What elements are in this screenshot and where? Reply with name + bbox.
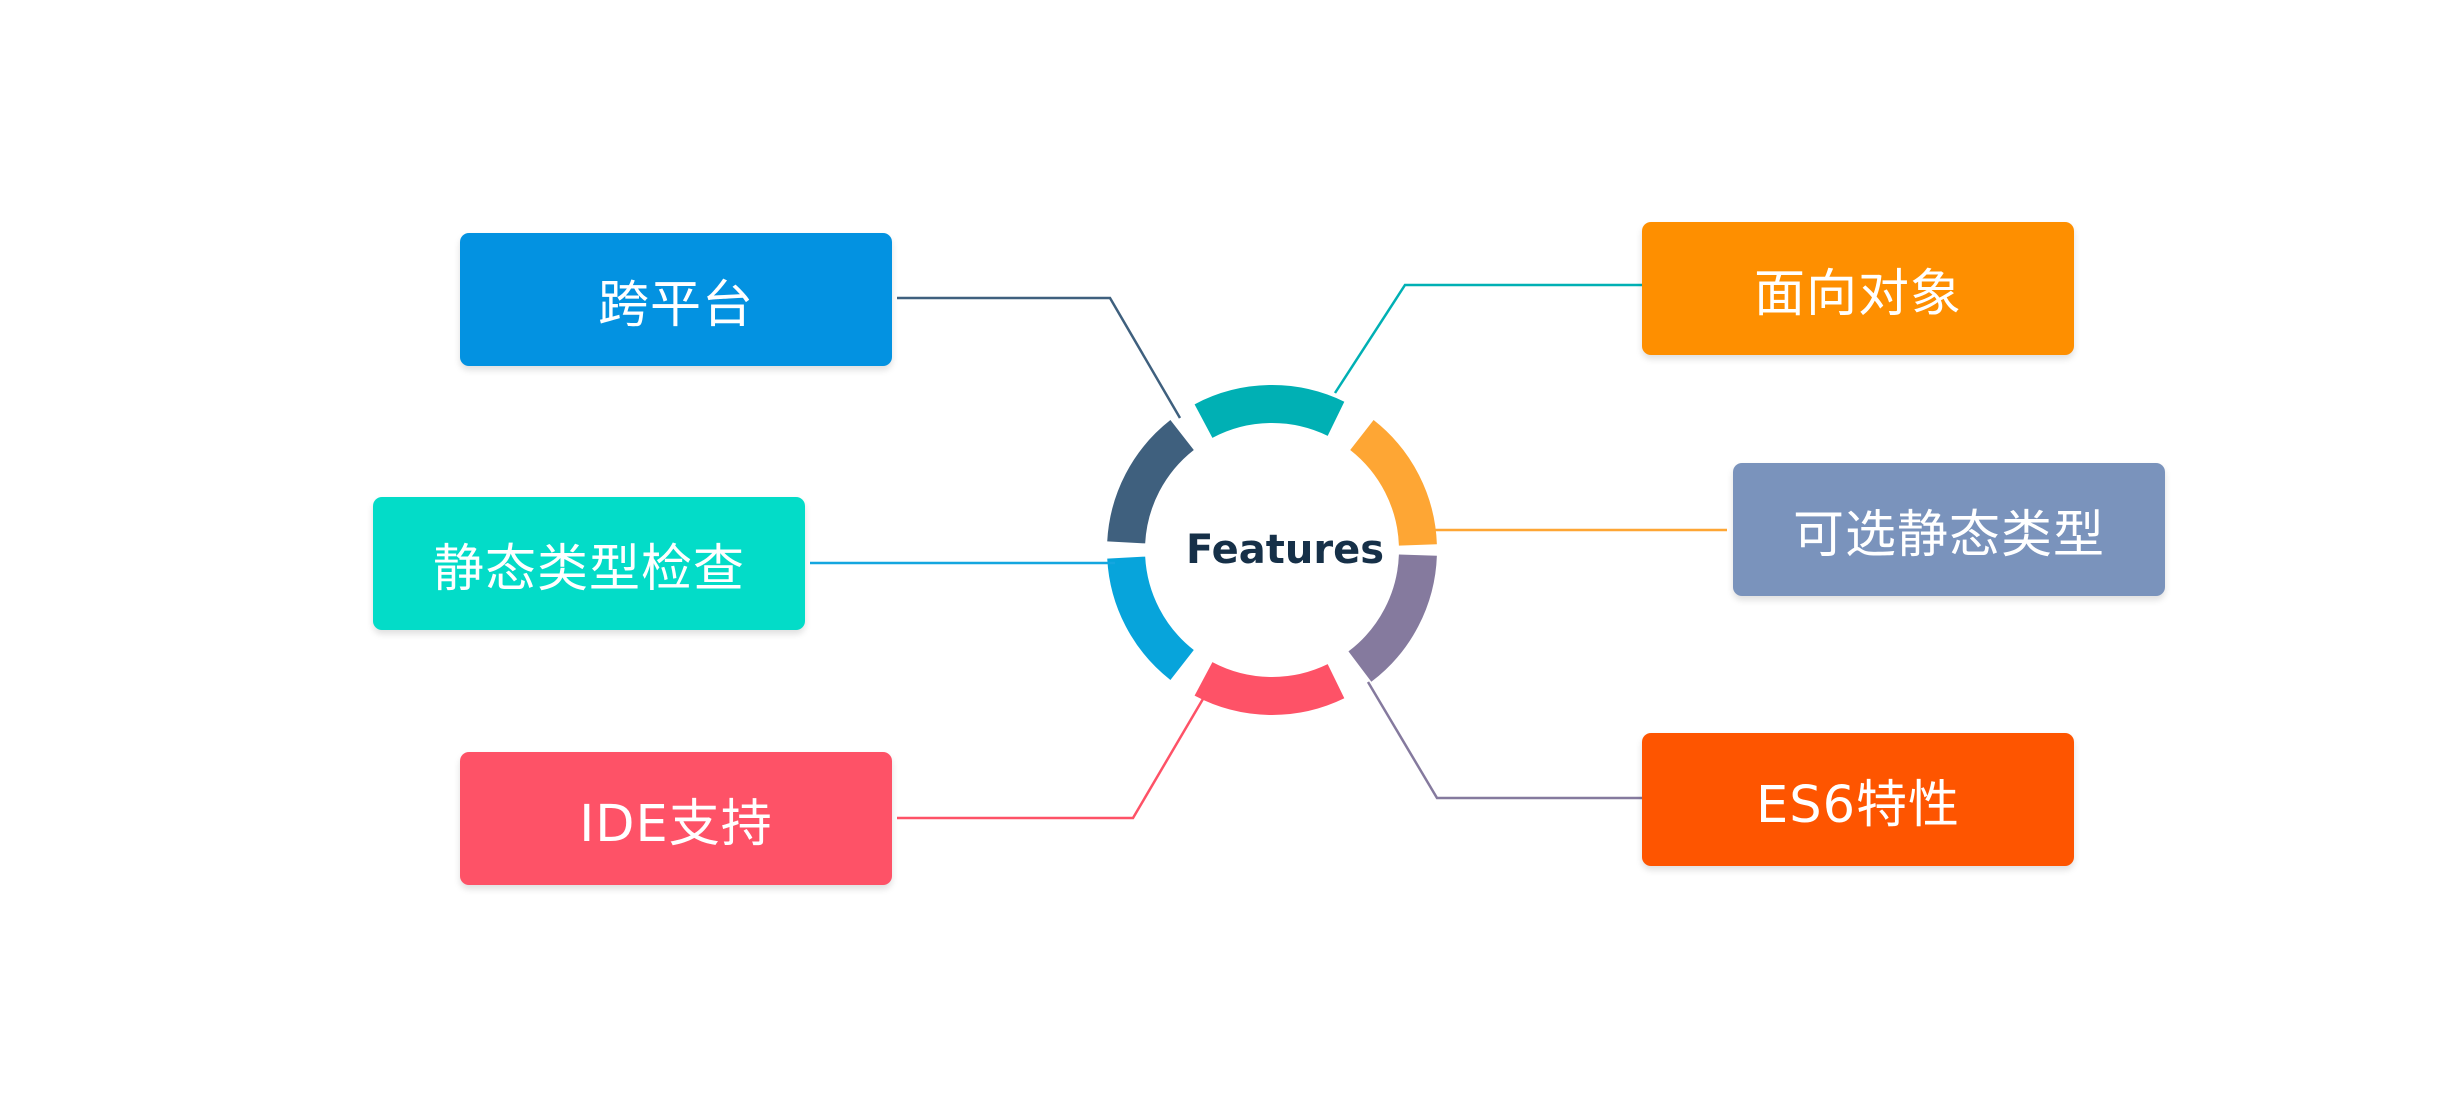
connector-ide xyxy=(897,686,1212,820)
ring-segment-optional-types xyxy=(1349,420,1437,547)
ring-segment-ide xyxy=(1194,661,1345,715)
center-label: Features xyxy=(1185,527,1385,573)
center-ring xyxy=(1107,385,1437,715)
connector-cross-platform xyxy=(897,296,1182,419)
ring-segment-static-check xyxy=(1107,556,1195,680)
ring-segment-es6 xyxy=(1348,553,1437,682)
feature-box-ide-support[interactable]: IDE支持 xyxy=(460,752,892,885)
feature-box-optional-static-types[interactable]: 可选静态类型 xyxy=(1733,463,2165,596)
connector-es6 xyxy=(1366,681,1642,800)
feature-box-static-type-check[interactable]: 静态类型检查 xyxy=(373,497,805,630)
ring-segment-oop xyxy=(1194,385,1345,439)
feature-box-object-oriented[interactable]: 面向对象 xyxy=(1642,222,2074,355)
connectors xyxy=(810,283,1727,820)
feature-box-cross-platform[interactable]: 跨平台 xyxy=(460,233,892,366)
ring-segment-cross-platform xyxy=(1107,420,1195,544)
connector-oop xyxy=(1333,283,1642,394)
feature-box-es6-features[interactable]: ES6特性 xyxy=(1642,733,2074,866)
